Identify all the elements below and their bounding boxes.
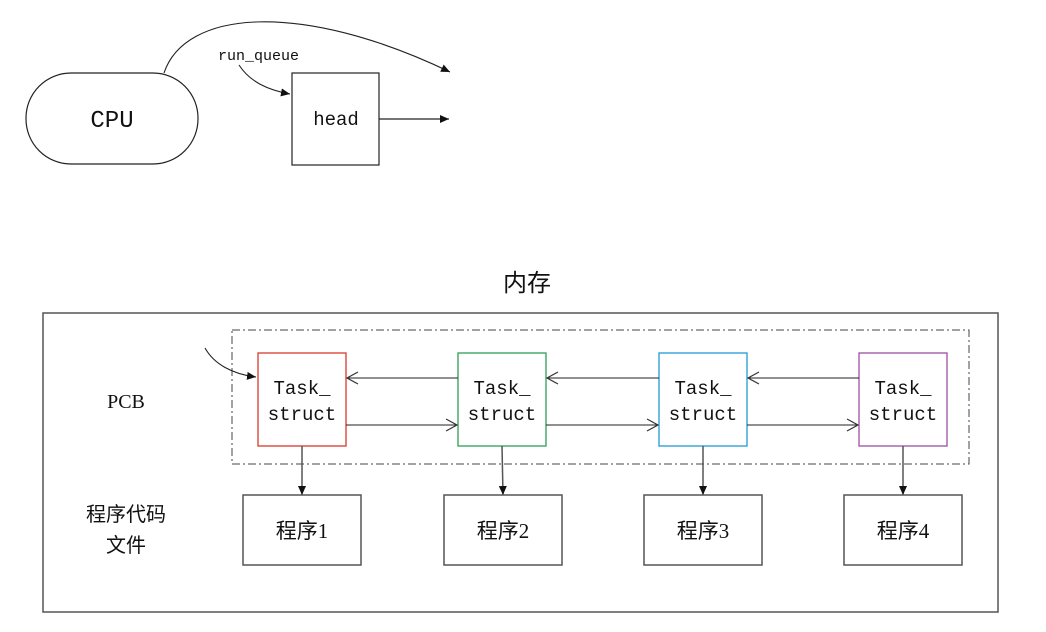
task-struct-label-line1: Task_	[273, 378, 331, 400]
task-struct-node-1: Task_struct	[257, 352, 347, 447]
task-struct-label-line1: Task_	[674, 378, 732, 400]
memory-title: 内存	[503, 270, 551, 297]
task-struct-node-3: Task_struct	[658, 352, 748, 447]
program-files-label-line1: 程序代码	[86, 503, 166, 526]
pcb-label: PCB	[107, 391, 145, 413]
task-struct-label-line2: struct	[468, 404, 536, 426]
head-node: head	[291, 72, 380, 166]
program-label: 程序4	[877, 519, 930, 543]
task-to-program-arrow	[498, 445, 507, 496]
head-label: head	[313, 109, 359, 131]
cpu-label: CPU	[90, 108, 133, 135]
memory-container	[42, 312, 999, 613]
task-struct-label-line1: Task_	[874, 378, 932, 400]
cpu-node: CPU	[25, 72, 199, 165]
program-files-label-line2: 文件	[106, 534, 146, 557]
task-struct-label-line2: struct	[268, 404, 336, 426]
pcb-group-boundary	[231, 329, 970, 465]
run-queue-arrow	[238, 64, 291, 97]
task-struct-label-line2: struct	[669, 404, 737, 426]
program-label: 程序2	[477, 519, 530, 543]
cpu-to-queue-arrow	[163, 21, 451, 74]
program-label: 程序3	[677, 519, 730, 543]
program-label: 程序1	[276, 519, 329, 543]
run-queue-label: run_queue	[218, 48, 299, 65]
task-struct-label-line1: Task_	[473, 378, 531, 400]
program-box-1: 程序1	[242, 494, 362, 566]
program-box-4: 程序4	[843, 494, 963, 566]
program-box-3: 程序3	[643, 494, 763, 566]
program-box-2: 程序2	[443, 494, 563, 566]
pcb-entry-arrow	[204, 347, 257, 380]
task-struct-node-4: Task_struct	[858, 352, 948, 447]
task-struct-label-line2: struct	[869, 404, 937, 426]
task-struct-node-2: Task_struct	[457, 352, 547, 447]
